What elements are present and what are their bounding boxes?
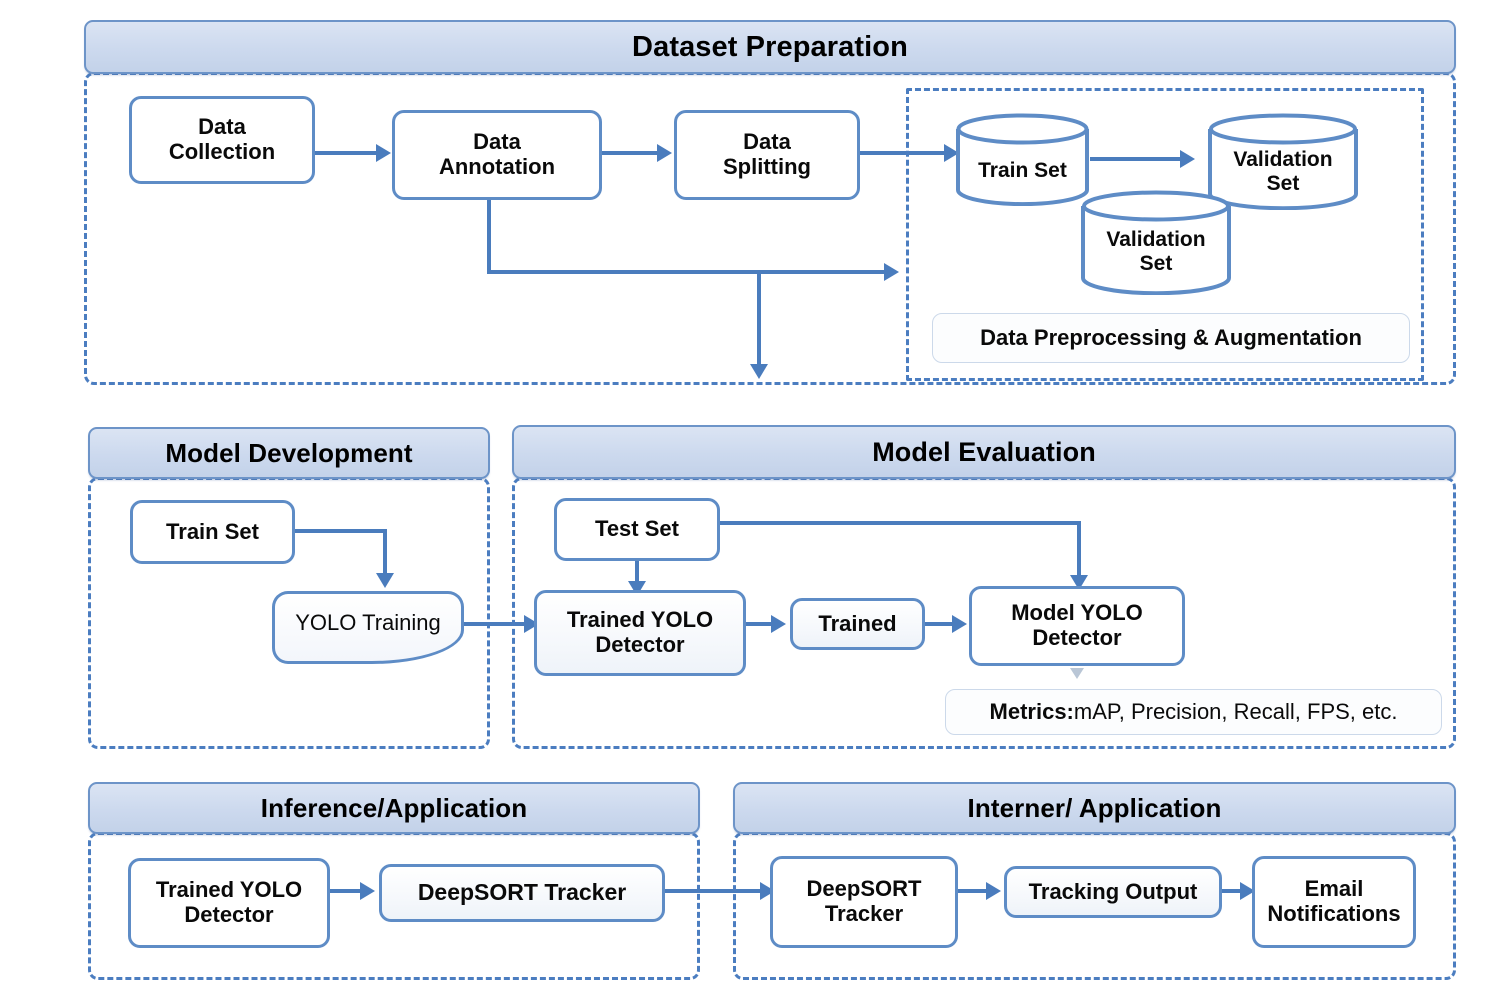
callout-data-preprocessing: Data Preprocessing & Augmentation — [932, 313, 1410, 363]
arrow-testset-to-modeldetector-vertical — [1077, 521, 1081, 578]
model-evaluation-title: Model Evaluation — [872, 436, 1096, 467]
arrow-detector-to-deepsort-head — [360, 882, 375, 900]
arrow-trackingoutput-to-email-head — [1240, 882, 1255, 900]
callout-metrics: Metrics: mAP, Precision, Recall, FPS, et… — [945, 689, 1442, 735]
arrow-modeldetector-to-metrics-head — [1070, 668, 1084, 679]
arrow-trainset-to-yolotraining-horizontal — [295, 529, 387, 533]
node-trained-yolo-detector-inference[interactable]: Trained YOLO Detector — [128, 858, 330, 948]
arrow-annotation-to-splitting-head — [657, 144, 672, 162]
node-test-set[interactable]: Test Set — [554, 498, 720, 561]
node-trained-yolo-detector-inference-line1: Trained YOLO — [155, 877, 303, 903]
cylinder-validation-set-front-line2: Set — [1139, 251, 1173, 275]
node-model-yolo-detector-line2: Detector — [1032, 625, 1122, 650]
node-model-yolo-detector[interactable]: Model YOLO Detector — [969, 586, 1185, 666]
node-deepsort-tracker-inference[interactable]: DeepSORT Tracker — [379, 864, 665, 922]
arrow-yolotraining-to-traineddetector-line — [464, 622, 530, 626]
model-development-banner: Model Development — [88, 427, 490, 479]
arrow-trainset-to-yolotraining-head — [376, 573, 394, 588]
node-email-notifications-line1: Email — [1304, 876, 1364, 902]
node-email-notifications-line2: Notifications — [1267, 901, 1401, 926]
arrow-traineddetector-to-trained-line — [746, 622, 776, 626]
node-trained[interactable]: Trained — [790, 598, 925, 650]
arrow-trained-to-modeldetector-line — [925, 622, 957, 626]
node-trained-yolo-detector-eval[interactable]: Trained YOLO Detector — [534, 590, 746, 676]
node-tracking-output-label: Tracking Output — [1028, 878, 1198, 904]
node-md-train-set[interactable]: Train Set — [130, 500, 295, 564]
node-data-annotation-line2: Annotation — [438, 154, 556, 179]
node-model-yolo-detector-line1: Model YOLO — [1011, 600, 1143, 626]
node-tracking-output[interactable]: Tracking Output — [1004, 866, 1222, 918]
cylinder-validation-set-front-label: Validation Set — [1080, 228, 1232, 275]
node-data-splitting-line2: Splitting — [723, 154, 811, 179]
cylinder-train-set-shape — [956, 113, 1089, 206]
cylinder-train-set[interactable]: Train Set — [955, 113, 1090, 206]
arrow-deepsort-to-trackingoutput-head — [986, 882, 1001, 900]
model-evaluation-banner: Model Evaluation — [512, 425, 1456, 479]
interner-application-banner: Interner/ Application — [733, 782, 1456, 834]
cylinder-validation-set-right-line2: Set — [1266, 171, 1300, 195]
arrow-deepsort-to-trackingoutput-line — [958, 889, 991, 893]
cylinder-validation-set-right-line1: Validation — [1233, 148, 1333, 171]
node-data-splitting-line1: Data — [743, 129, 791, 155]
node-deepsort-tracker-interner-line2: Tracker — [824, 901, 904, 926]
arrow-annotation-to-bottom-head — [750, 364, 768, 379]
node-deepsort-tracker-inference-label: DeepSORT Tracker — [417, 879, 627, 906]
cylinder-train-set-label: Train Set — [978, 159, 1067, 182]
inference-application-banner: Inference/Application — [88, 782, 700, 834]
dataset-preparation-title: Dataset Preparation — [632, 30, 908, 63]
callout-metrics-label: Metrics: — [989, 699, 1074, 724]
node-email-notifications[interactable]: Email Notifications — [1252, 856, 1416, 948]
node-data-annotation[interactable]: Data Annotation — [392, 110, 602, 200]
node-trained-yolo-detector-eval-line1: Trained YOLO — [566, 607, 714, 633]
arrow-trainset-to-validationset-line — [1090, 157, 1182, 161]
node-data-splitting[interactable]: Data Splitting — [674, 110, 860, 200]
node-data-collection-line2: Collection — [168, 139, 276, 164]
interner-application-title: Interner/ Application — [967, 792, 1222, 823]
cylinder-validation-set-right-label: Validation Set — [1207, 148, 1359, 195]
node-yolo-training-label: YOLO Training — [295, 609, 441, 635]
arrow-testset-to-traineddetector-vertical — [635, 561, 639, 586]
node-deepsort-tracker-interner[interactable]: DeepSORT Tracker — [770, 856, 958, 948]
cylinder-validation-set-front-line1: Validation — [1106, 228, 1206, 251]
node-test-set-label: Test Set — [595, 516, 679, 542]
arrow-annotation-to-splitting-line — [602, 151, 659, 155]
arrow-splitting-to-trainset-head — [944, 144, 959, 162]
callout-metrics-value: mAP, Precision, Recall, FPS, etc. — [1073, 699, 1398, 724]
callout-data-preprocessing-text: Data Preprocessing & Augmentation — [980, 325, 1362, 350]
arrow-collection-to-annotation-head — [376, 144, 391, 162]
node-data-annotation-line1: Data — [473, 129, 521, 155]
arrow-annotation-branch-head — [884, 263, 899, 281]
cylinder-validation-set-front[interactable]: Validation Set — [1080, 190, 1232, 295]
inference-application-title: Inference/Application — [260, 792, 528, 823]
arrow-collection-to-annotation-line — [315, 151, 378, 155]
cylinder-validation-set-front-shape — [1081, 190, 1231, 295]
arrow-annotation-branch-vertical — [487, 200, 491, 273]
node-md-train-set-label: Train Set — [166, 518, 259, 544]
arrow-inference-to-interner-line — [665, 889, 766, 893]
arrow-trainset-to-yolotraining-vertical — [383, 529, 387, 576]
data-store-group — [906, 88, 1424, 381]
node-data-collection[interactable]: Data Collection — [129, 96, 315, 184]
node-deepsort-tracker-interner-line1: DeepSORT — [806, 876, 922, 902]
node-trained-label: Trained — [818, 610, 897, 636]
arrow-splitting-to-trainset-line — [860, 151, 947, 155]
arrow-annotation-branch-horizontal — [487, 270, 887, 274]
arrow-trackingoutput-to-email-line — [1222, 889, 1248, 893]
arrow-annotation-to-bottom-vertical — [757, 270, 761, 367]
arrow-trainset-to-validationset-head — [1180, 150, 1195, 168]
node-trained-yolo-detector-eval-line2: Detector — [595, 632, 685, 657]
cylinder-validation-set-right-shape — [1208, 113, 1358, 210]
arrow-traineddetector-to-trained-head — [771, 615, 786, 633]
cylinder-validation-set-right[interactable]: Validation Set — [1207, 113, 1359, 210]
dataset-preparation-banner: Dataset Preparation — [84, 20, 1456, 74]
node-data-collection-line1: Data — [198, 114, 246, 140]
node-yolo-training[interactable]: YOLO Training — [272, 591, 464, 664]
arrow-testset-to-modeldetector-horizontal — [720, 521, 1081, 525]
node-trained-yolo-detector-inference-line2: Detector — [184, 902, 274, 927]
arrow-trained-to-modeldetector-head — [952, 615, 967, 633]
arrow-detector-to-deepsort-line — [330, 889, 365, 893]
model-development-title: Model Development — [165, 437, 413, 468]
